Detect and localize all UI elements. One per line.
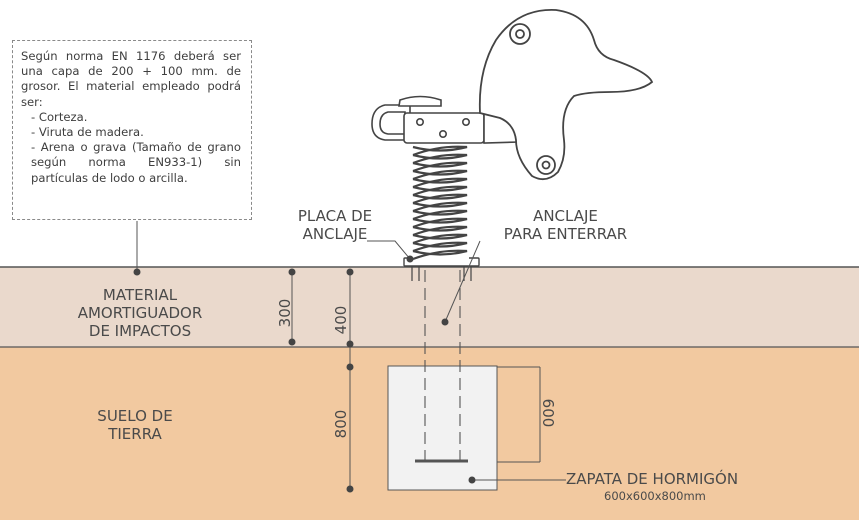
spring-coil [412, 249, 468, 261]
spring-coil [412, 233, 468, 245]
note-item: - Viruta de madera. [31, 125, 144, 140]
label-line: ANCLAJE [533, 207, 598, 225]
spring-coil [412, 161, 468, 173]
spring-coil [412, 145, 468, 157]
concrete-footing [387, 365, 498, 491]
buried-anchor [424, 270, 461, 460]
label-line: SUELO DE [97, 407, 173, 425]
dim-600: 600 [539, 398, 557, 428]
spring-coil [412, 153, 468, 165]
note-item: - Arena o grava (Tamaño de grano según n… [31, 140, 241, 185]
placa-anclaje-label: PLACA DE ANCLAJE [280, 207, 390, 243]
anclaje-enterrar-label: ANCLAJE PARA ENTERRAR [488, 207, 643, 243]
spring-coil [412, 209, 468, 221]
label-line: ANCLAJE [302, 225, 368, 243]
dim-400: 400 [332, 305, 350, 335]
label-line: AMORTIGUADOR [77, 304, 203, 322]
label-line: DE IMPACTOS [88, 322, 192, 340]
spring-coil [412, 177, 468, 189]
spring-coil [412, 193, 468, 205]
dimension-dots [288, 268, 354, 493]
note-item: - Corteza. [31, 109, 88, 124]
zapata-label: ZAPATA DE HORMIGÓN [566, 470, 739, 488]
spring-coil [412, 225, 468, 237]
spring-coil [412, 185, 468, 197]
material-note: Según norma EN 1176 deberá ser una capa … [12, 40, 252, 220]
label-line: PLACA DE [297, 207, 373, 225]
spring-coil [412, 217, 468, 229]
dim-300: 300 [276, 298, 294, 328]
dimension-lines [291, 272, 541, 489]
dim-800: 800 [332, 409, 350, 439]
dolphin-figure [478, 9, 654, 181]
material-amortiguador-label: MATERIAL AMORTIGUADOR DE IMPACTOS [60, 286, 220, 340]
label-line: PARA ENTERRAR [503, 225, 628, 243]
leader-lines [136, 221, 566, 481]
cushion-layer [0, 267, 859, 347]
spring-coil [412, 241, 468, 253]
label-line: TIERRA [108, 425, 162, 443]
note-intro: Según norma EN 1176 deberá ser una capa … [21, 49, 241, 109]
suelo-tierra-label: SUELO DE TIERRA [80, 407, 190, 443]
spring [411, 143, 469, 261]
spring-coil [412, 169, 468, 181]
zapata-size-label: 600x600x800mm [604, 489, 706, 503]
label-line: MATERIAL [102, 286, 178, 304]
leader-dots [133, 255, 476, 484]
spring-coil [412, 201, 468, 213]
